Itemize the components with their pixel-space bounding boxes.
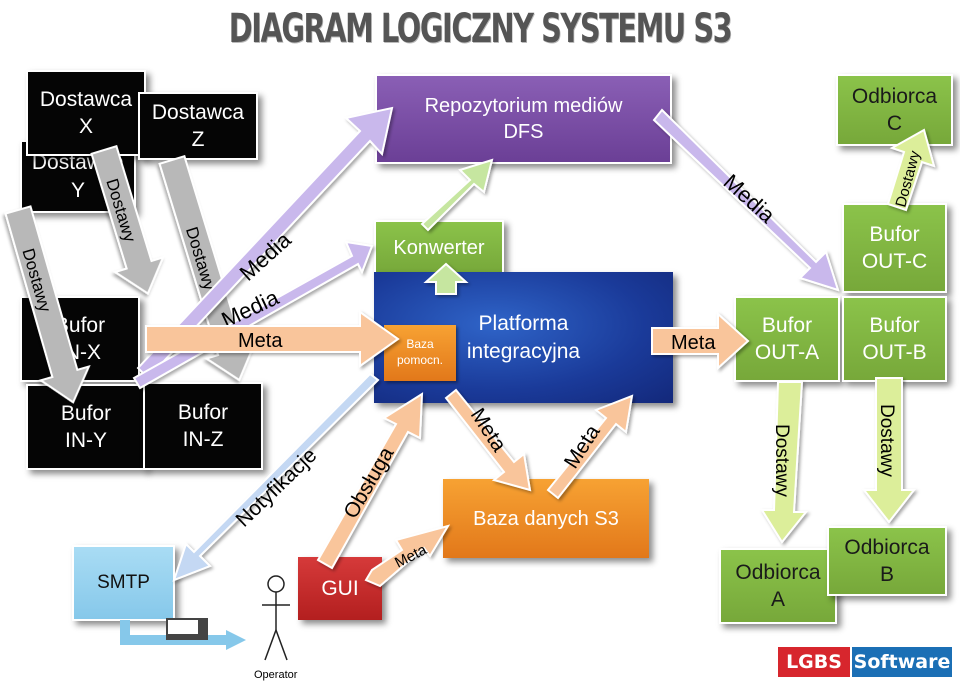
- odbiorca-a-label: Odbiorca A: [735, 560, 821, 611]
- logo-lgbs-text: LGBS: [786, 651, 842, 673]
- repozytorium-box: Repozytorium mediów DFS: [375, 74, 672, 164]
- logo-software-text: Software: [853, 651, 951, 673]
- odbiorca-b-box: Odbiorca B: [827, 526, 947, 596]
- diagram-title: DIAGRAM LOGICZNY SYSTEMU S3: [228, 6, 733, 52]
- baza-danych-label: Baza danych S3: [473, 507, 619, 530]
- arrow-dostawy-x: Dostawy: [90, 144, 165, 295]
- dostawca-z-box: Dostawca Z: [138, 92, 258, 160]
- meta-out-label: Meta: [671, 332, 716, 354]
- arrow-platform-konwerter: [423, 262, 469, 295]
- baza-danych-box: Baza danych S3: [443, 479, 649, 558]
- gui-box: GUI: [298, 557, 382, 620]
- arrow-dostawy-a: Dostawy: [760, 381, 809, 544]
- dostawca-x-label: Dostawca X: [39, 87, 133, 138]
- arrow-meta-down: Meta: [444, 388, 532, 492]
- notyfikacje-label: Notyfikacje: [231, 444, 321, 532]
- odbiorca-c-label: Odbiorca C: [851, 84, 938, 135]
- dostawca-x-box: Dostawca X: [26, 70, 146, 156]
- arrow-konwerter-repo: [420, 158, 494, 232]
- arrow-dostawy-b: Dostawy: [861, 377, 917, 524]
- smtp-label: SMTP: [97, 571, 150, 593]
- logo-software: Software: [852, 647, 952, 677]
- obsluga-label: Obsługa: [339, 443, 398, 523]
- arrow-dostawy-c: Dostawy: [886, 128, 936, 212]
- meta-in-label: Meta: [238, 330, 283, 352]
- arrow-dostawy-y: Dostawy: [4, 205, 91, 404]
- arrow-meta-out: Meta: [651, 311, 750, 371]
- smtp-box: SMTP: [72, 545, 175, 621]
- odbiorca-b-label: Odbiorca B: [844, 535, 930, 586]
- konwerter-label: Konwerter: [393, 236, 485, 259]
- arrow-media-out: Media: [652, 108, 840, 292]
- smtp-mail-output: [120, 618, 246, 650]
- platforma-label: Platforma integracyjna: [466, 312, 581, 363]
- dostawy-b-label: Dostawy: [876, 404, 897, 477]
- logo-lgbs: LGBS: [778, 647, 850, 677]
- arrow-meta-gui: Meta: [364, 524, 451, 588]
- gui-label: GUI: [321, 576, 359, 600]
- arrow-meta-in: Meta: [145, 310, 400, 368]
- operator-icon: [262, 575, 290, 661]
- arrow-meta-up: Meta: [546, 394, 634, 500]
- bufor-out-b-label: Bufor OUT-B: [862, 313, 927, 364]
- baza-pomocn-box: Baza pomocn.: [384, 325, 456, 381]
- bufor-in-y-box: Bufor IN-Y: [26, 384, 146, 470]
- bufor-in-z-label: Bufor IN-Z: [177, 400, 229, 451]
- konwerter-box: Konwerter: [374, 220, 504, 275]
- odbiorca-a-box: Odbiorca A: [719, 548, 837, 624]
- dostawy-a-label: Dostawy: [771, 424, 792, 497]
- operator-label: Operator: [254, 669, 298, 681]
- bufor-out-c-label: Bufor OUT-C: [861, 222, 928, 273]
- repozytorium-label: Repozytorium mediów DFS: [424, 95, 623, 143]
- odbiorca-c-box: Odbiorca C: [836, 74, 953, 146]
- bufor-out-a-label: Bufor OUT-A: [754, 313, 820, 364]
- bufor-in-y-label: Bufor IN-Y: [60, 401, 112, 452]
- baza-pomocn-label: Baza pomocn.: [396, 337, 444, 367]
- bufor-in-z-box: Bufor IN-Z: [143, 382, 263, 470]
- arrow-notyfikacje: Notyfikacje: [172, 372, 380, 582]
- dostawca-z-label: Dostawca Z: [151, 100, 245, 151]
